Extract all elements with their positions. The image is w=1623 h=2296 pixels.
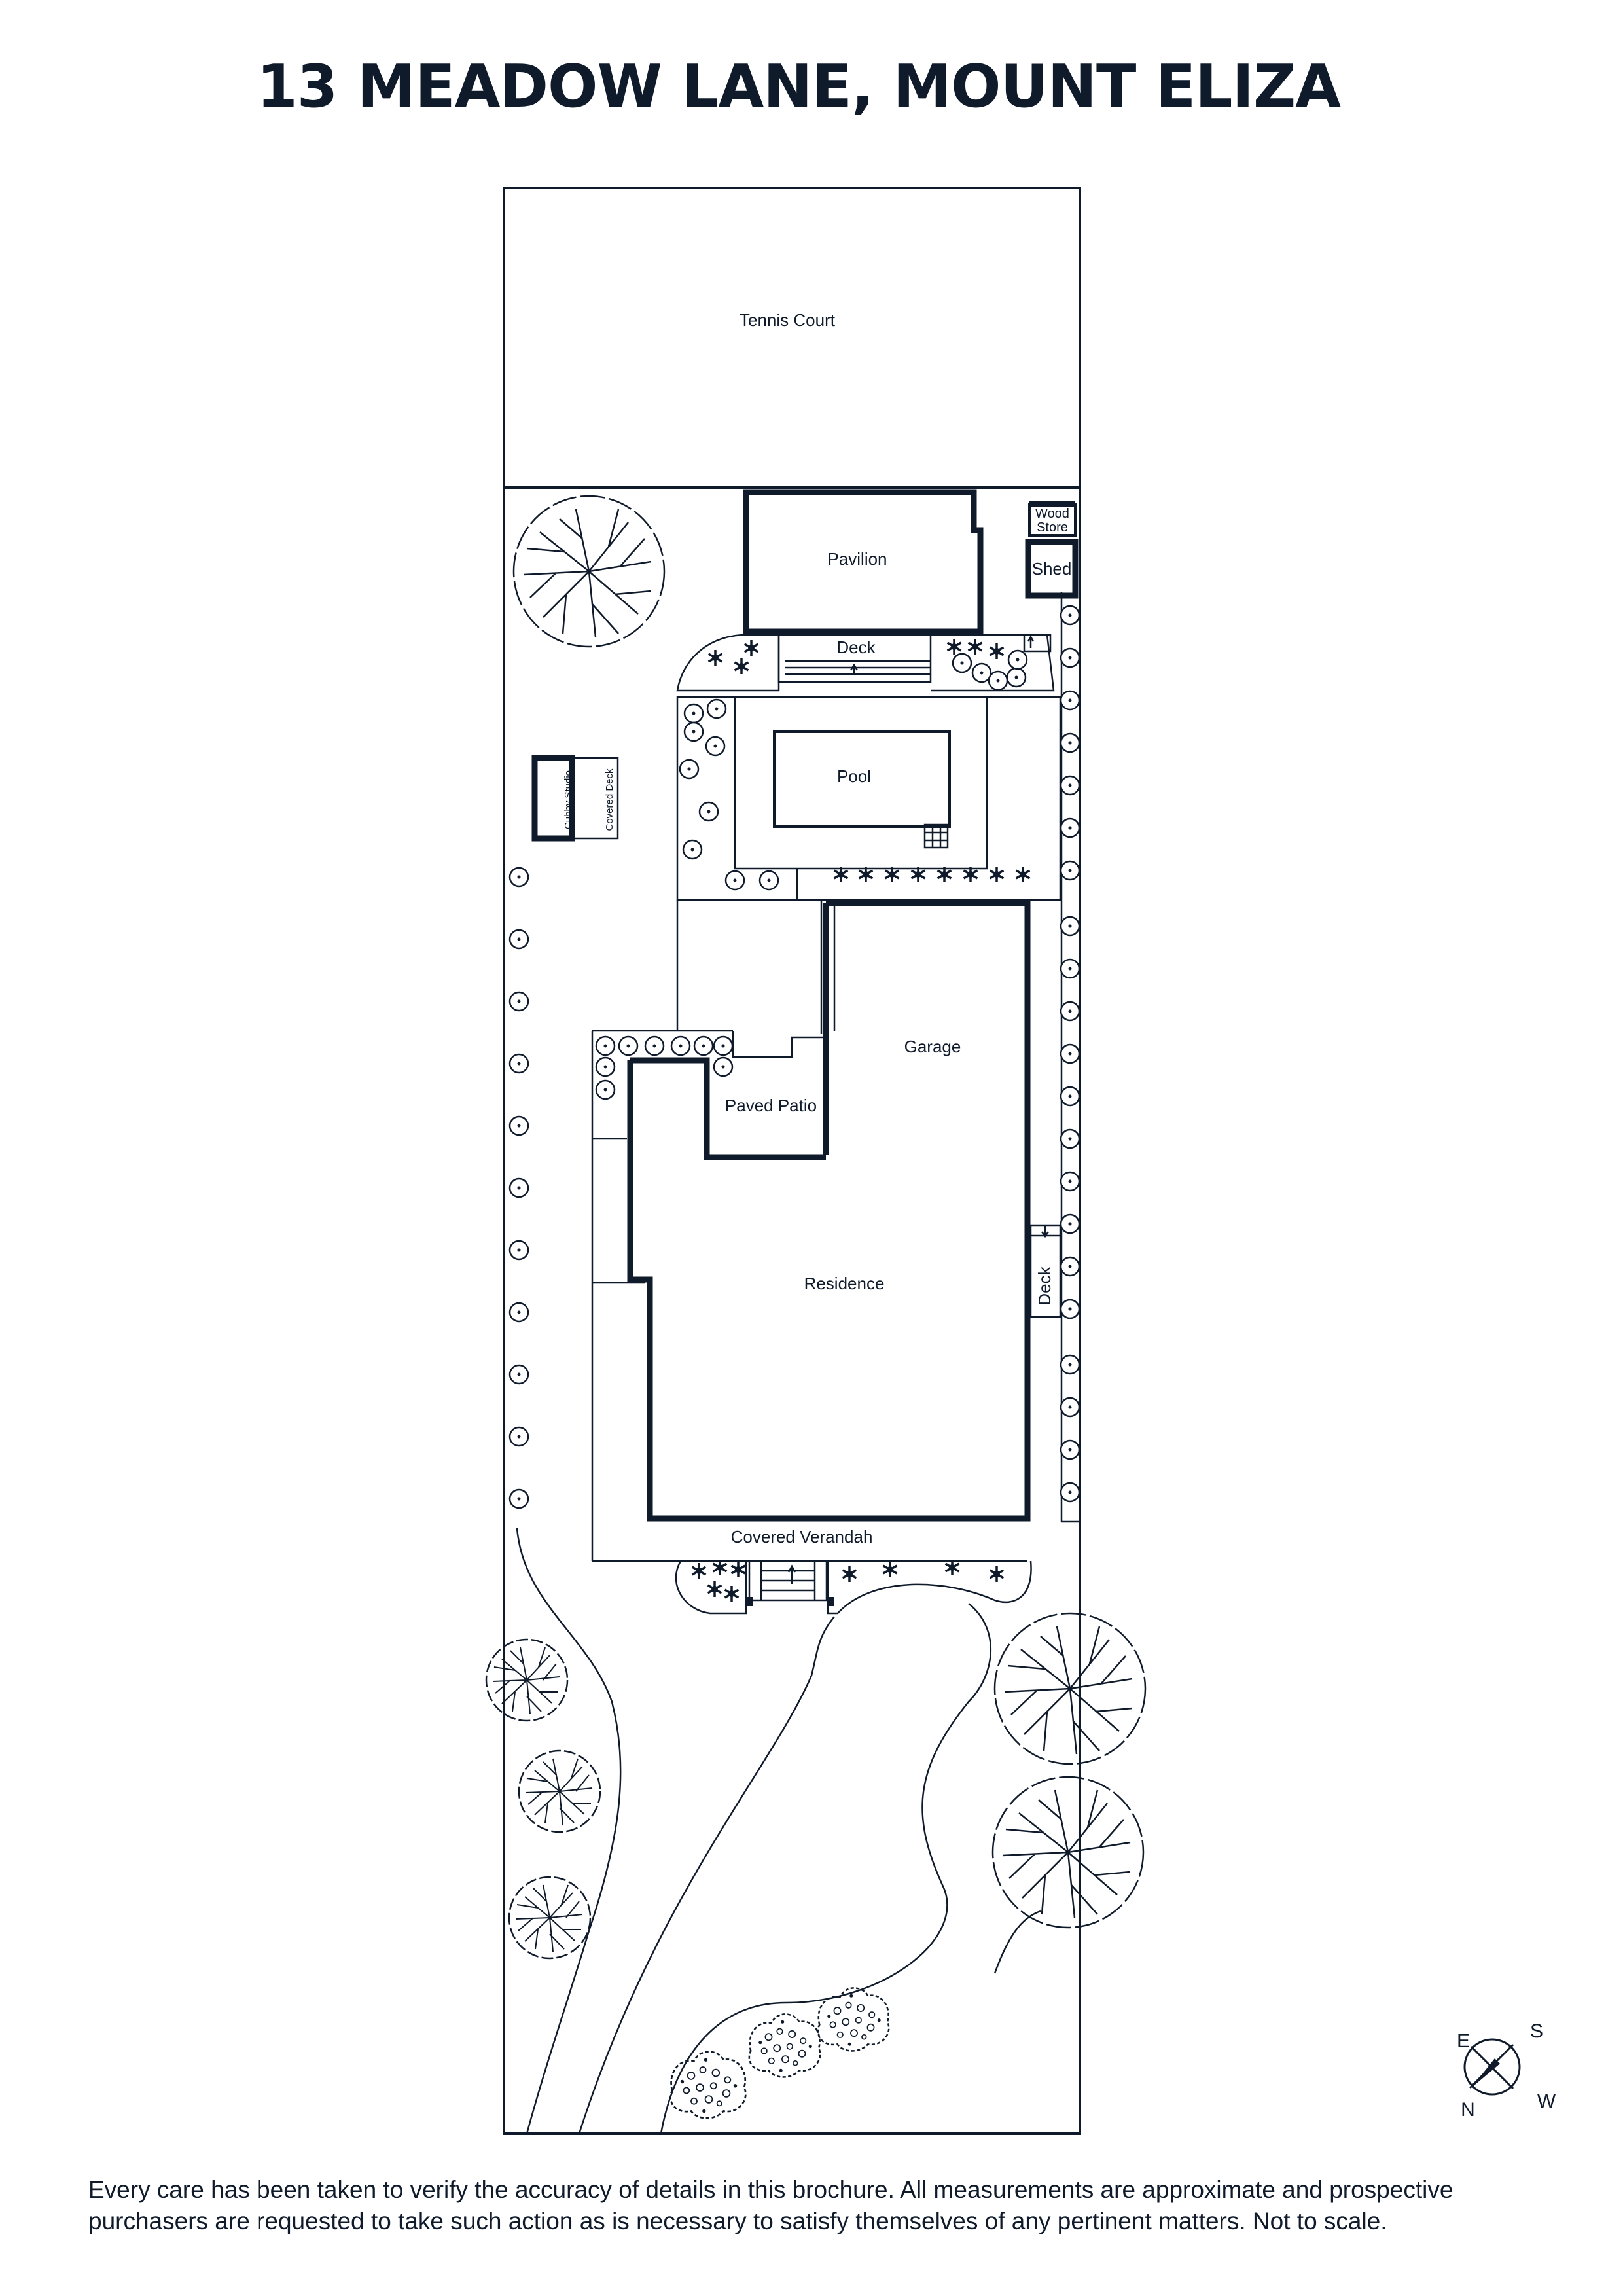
pool-steps [923, 823, 949, 849]
compass-icon: E S N W [1457, 2020, 1556, 2121]
tree-icon [512, 495, 666, 648]
pool-outline [773, 730, 951, 828]
compass-e: E [1457, 2030, 1470, 2052]
pavilion-deck-label: Deck [836, 637, 876, 657]
pool-label: Pool [837, 766, 871, 786]
tree-icon [993, 1612, 1147, 1765]
side-deck-outline [1029, 1224, 1061, 1318]
tree-icon [991, 1776, 1145, 1929]
driveway-edge [660, 1603, 991, 2134]
arrow-up-icon [1027, 635, 1035, 648]
disclaimer: Every care has been taken to verify the … [88, 2176, 1454, 2234]
compass-s: S [1530, 2020, 1543, 2042]
side-deck-label: Deck [1035, 1266, 1054, 1305]
paved-patio-label: Paved Patio [725, 1096, 817, 1115]
covered-deck-label: Covered Deck [604, 768, 615, 831]
front-steps [748, 1560, 828, 1602]
arrow-up-icon [849, 663, 859, 675]
tree-icon [518, 1749, 601, 1833]
page-title: 13 MEADOW LANE, MOUNT ELIZA [257, 52, 1341, 121]
garden-edge [516, 1528, 622, 2134]
pool-deck [734, 696, 988, 870]
arrow-up-icon [787, 1564, 796, 1584]
garage-outline [823, 900, 1031, 1224]
arrow-down-icon [1041, 1226, 1050, 1238]
tree-icon [508, 1876, 592, 1960]
covered-verandah-label: Covered Verandah [731, 1527, 873, 1547]
covered-deck-outline [571, 757, 619, 840]
paved-patio-outline [630, 1057, 826, 1160]
compass-n: N [1461, 2099, 1475, 2121]
residence-label: Residence [804, 1274, 885, 1293]
pavilion-label: Pavilion [827, 549, 887, 569]
wood-store-label-1: Wood [1035, 507, 1069, 521]
shed-label: Shed [1032, 559, 1072, 579]
shed-outline [1025, 539, 1079, 599]
wood-store-label-2: Store [1037, 520, 1068, 535]
pavilion-outline [743, 489, 984, 635]
tennis-court-label: Tennis Court [740, 310, 836, 330]
tree-icon [485, 1638, 569, 1722]
garden-bed [676, 634, 780, 692]
compass-w: W [1537, 2090, 1556, 2112]
garage-label: Garage [904, 1037, 961, 1056]
driveway-edge [578, 1616, 835, 2134]
residence-outline [627, 1060, 1031, 1522]
cubby-studio-label: Cubby Studio [563, 770, 574, 829]
